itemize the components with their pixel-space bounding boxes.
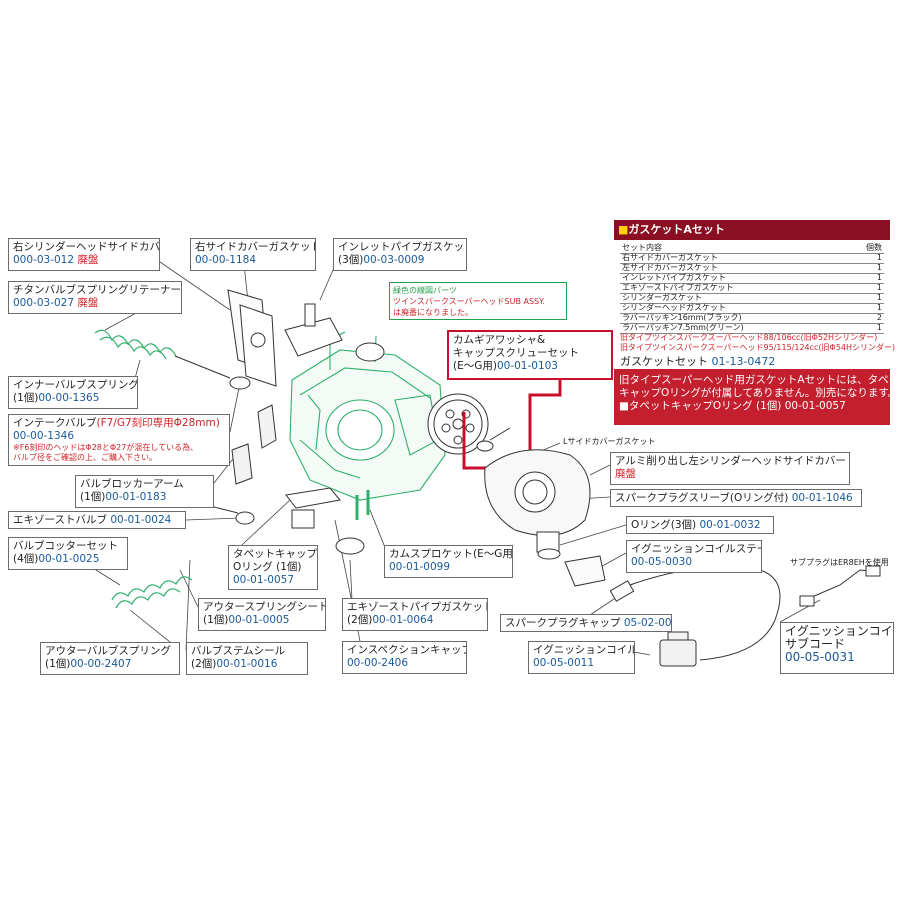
label-inspection-cap: インスペクションキャップ 00-00-2406 [342, 641, 467, 674]
table-header-row: セット内容個数 [620, 243, 884, 254]
left-cover-drawing [484, 449, 591, 560]
highlight-frame [462, 380, 562, 470]
label-stem-seal: バルブステムシール (2個)00-01-0016 [186, 642, 308, 675]
ignition-coil-drawing [659, 631, 697, 667]
rocker-arm-drawing [231, 404, 277, 485]
label-rocker-arm: バルブロッカーアーム (1個)00-01-0183 [75, 475, 214, 508]
label-exhaust-pipe-gasket: エキゾーストパイプガスケット (2個)00-01-0064 [342, 598, 488, 631]
green-pins-drawing [355, 490, 370, 520]
gasket-old-type-2: 旧タイプツインスパークスーパーヘッド95/115/124cc(旧Φ54Hシリンダ… [620, 343, 896, 352]
label-subplug-note: サブプラグはER8EHを使用 [790, 558, 889, 567]
right-cover-drawing [227, 289, 277, 387]
label-right-cover-gasket: 右サイドカバーガスケット 00-00-1184 [190, 238, 316, 271]
label-outer-seat: アウタースプリングシート (1個)00-01-0005 [198, 598, 326, 631]
washer-screw-drawing [476, 427, 511, 452]
intake-valve-drawing [174, 355, 251, 390]
subcord-drawing [799, 565, 881, 607]
gasket-notice: 旧タイプスーパーヘッド用ガスケットAセットには、タペット キャップOリングが付属… [614, 369, 890, 425]
table-row: ラバーパッキン16mm(ブラック)2 [620, 313, 884, 324]
label-coil-subcord: イグニッションコイル サブコード 00-05-0031 [780, 622, 894, 674]
label-coil-stay: イグニッションコイルステー 00-05-0030 [626, 540, 762, 573]
green-parts-note: 緑色の線図パーツ ツインスパークスーパーヘッドSUB ASSY. は廃番になりま… [389, 282, 567, 320]
label-intake-valve: インテークバルブ(F7/G7刻印専用Φ28mm) 00-00-1346 ※F6刻… [8, 414, 230, 466]
label-o-ring: Oリング(3個) 00-01-0032 [626, 516, 774, 534]
coil-stay-drawing [564, 555, 606, 587]
gasket-a-set-title: ■ガスケットAセット [614, 220, 890, 240]
label-exhaust-valve: エキゾーストバルブ 00-01-0024 [8, 511, 186, 529]
label-outer-spring: アウターバルブスプリング (1個)00-00-2407 [40, 642, 180, 675]
tappet-cap-drawing [285, 487, 365, 555]
label-l-cover-gasket: Lサイドカバーガスケット [563, 437, 656, 446]
label-inlet-pipe-gasket: インレットパイプガスケット (3個)00-03-0009 [333, 238, 467, 271]
label-plug-cap: スパークプラグキャップ 05-02-0012 [500, 614, 672, 632]
valve-springs-drawing [94, 329, 177, 360]
table-row: ラバーパッキン7.5mm(グリーン)1 [620, 323, 884, 334]
label-right-head-cover: 右シリンダーヘッドサイドカバー 000-03-012 廃盤 [8, 238, 160, 271]
outer-spring-drawing [111, 576, 193, 609]
label-aluminum-left-cover: アルミ削り出し左シリンダーヘッドサイドカバー 廃盤 [610, 452, 850, 485]
gasket-old-type-1: 旧タイプツインスパークスーパーヘッド88/106cc(旧Φ52Hシリンダー) [620, 333, 878, 342]
label-tappet-cap: タペットキャップ Oリング (1個) 00-01-0057 [228, 545, 318, 590]
inlet-pipe-drawing [284, 303, 385, 362]
label-cotter-set: バルブコッターセット (4個)00-01-0025 [8, 537, 128, 570]
cylinder-head-drawing [289, 331, 446, 501]
label-titanium-retainer: チタンバルブスプリングリテーナー 000-03-027 廃盤 [8, 281, 182, 314]
label-ignition-coil: イグニッションコイル 00-05-0011 [528, 641, 635, 674]
label-plug-sleeve: スパークプラグスリーブ(Oリング付) 00-01-1046 [610, 489, 862, 507]
gasket-set-name: ガスケットセット 01-13-0472 [620, 355, 776, 368]
label-inner-spring: インナーバルブスプリング (1個)00-00-1365 [8, 376, 138, 409]
label-cam-gear-washer: カムギアワッシャ& キャップスクリューセット (E〜G用)00-01-0103 [447, 330, 613, 380]
label-cam-sprocket: カムスプロケット(E〜G用) 00-01-0099 [384, 545, 513, 578]
